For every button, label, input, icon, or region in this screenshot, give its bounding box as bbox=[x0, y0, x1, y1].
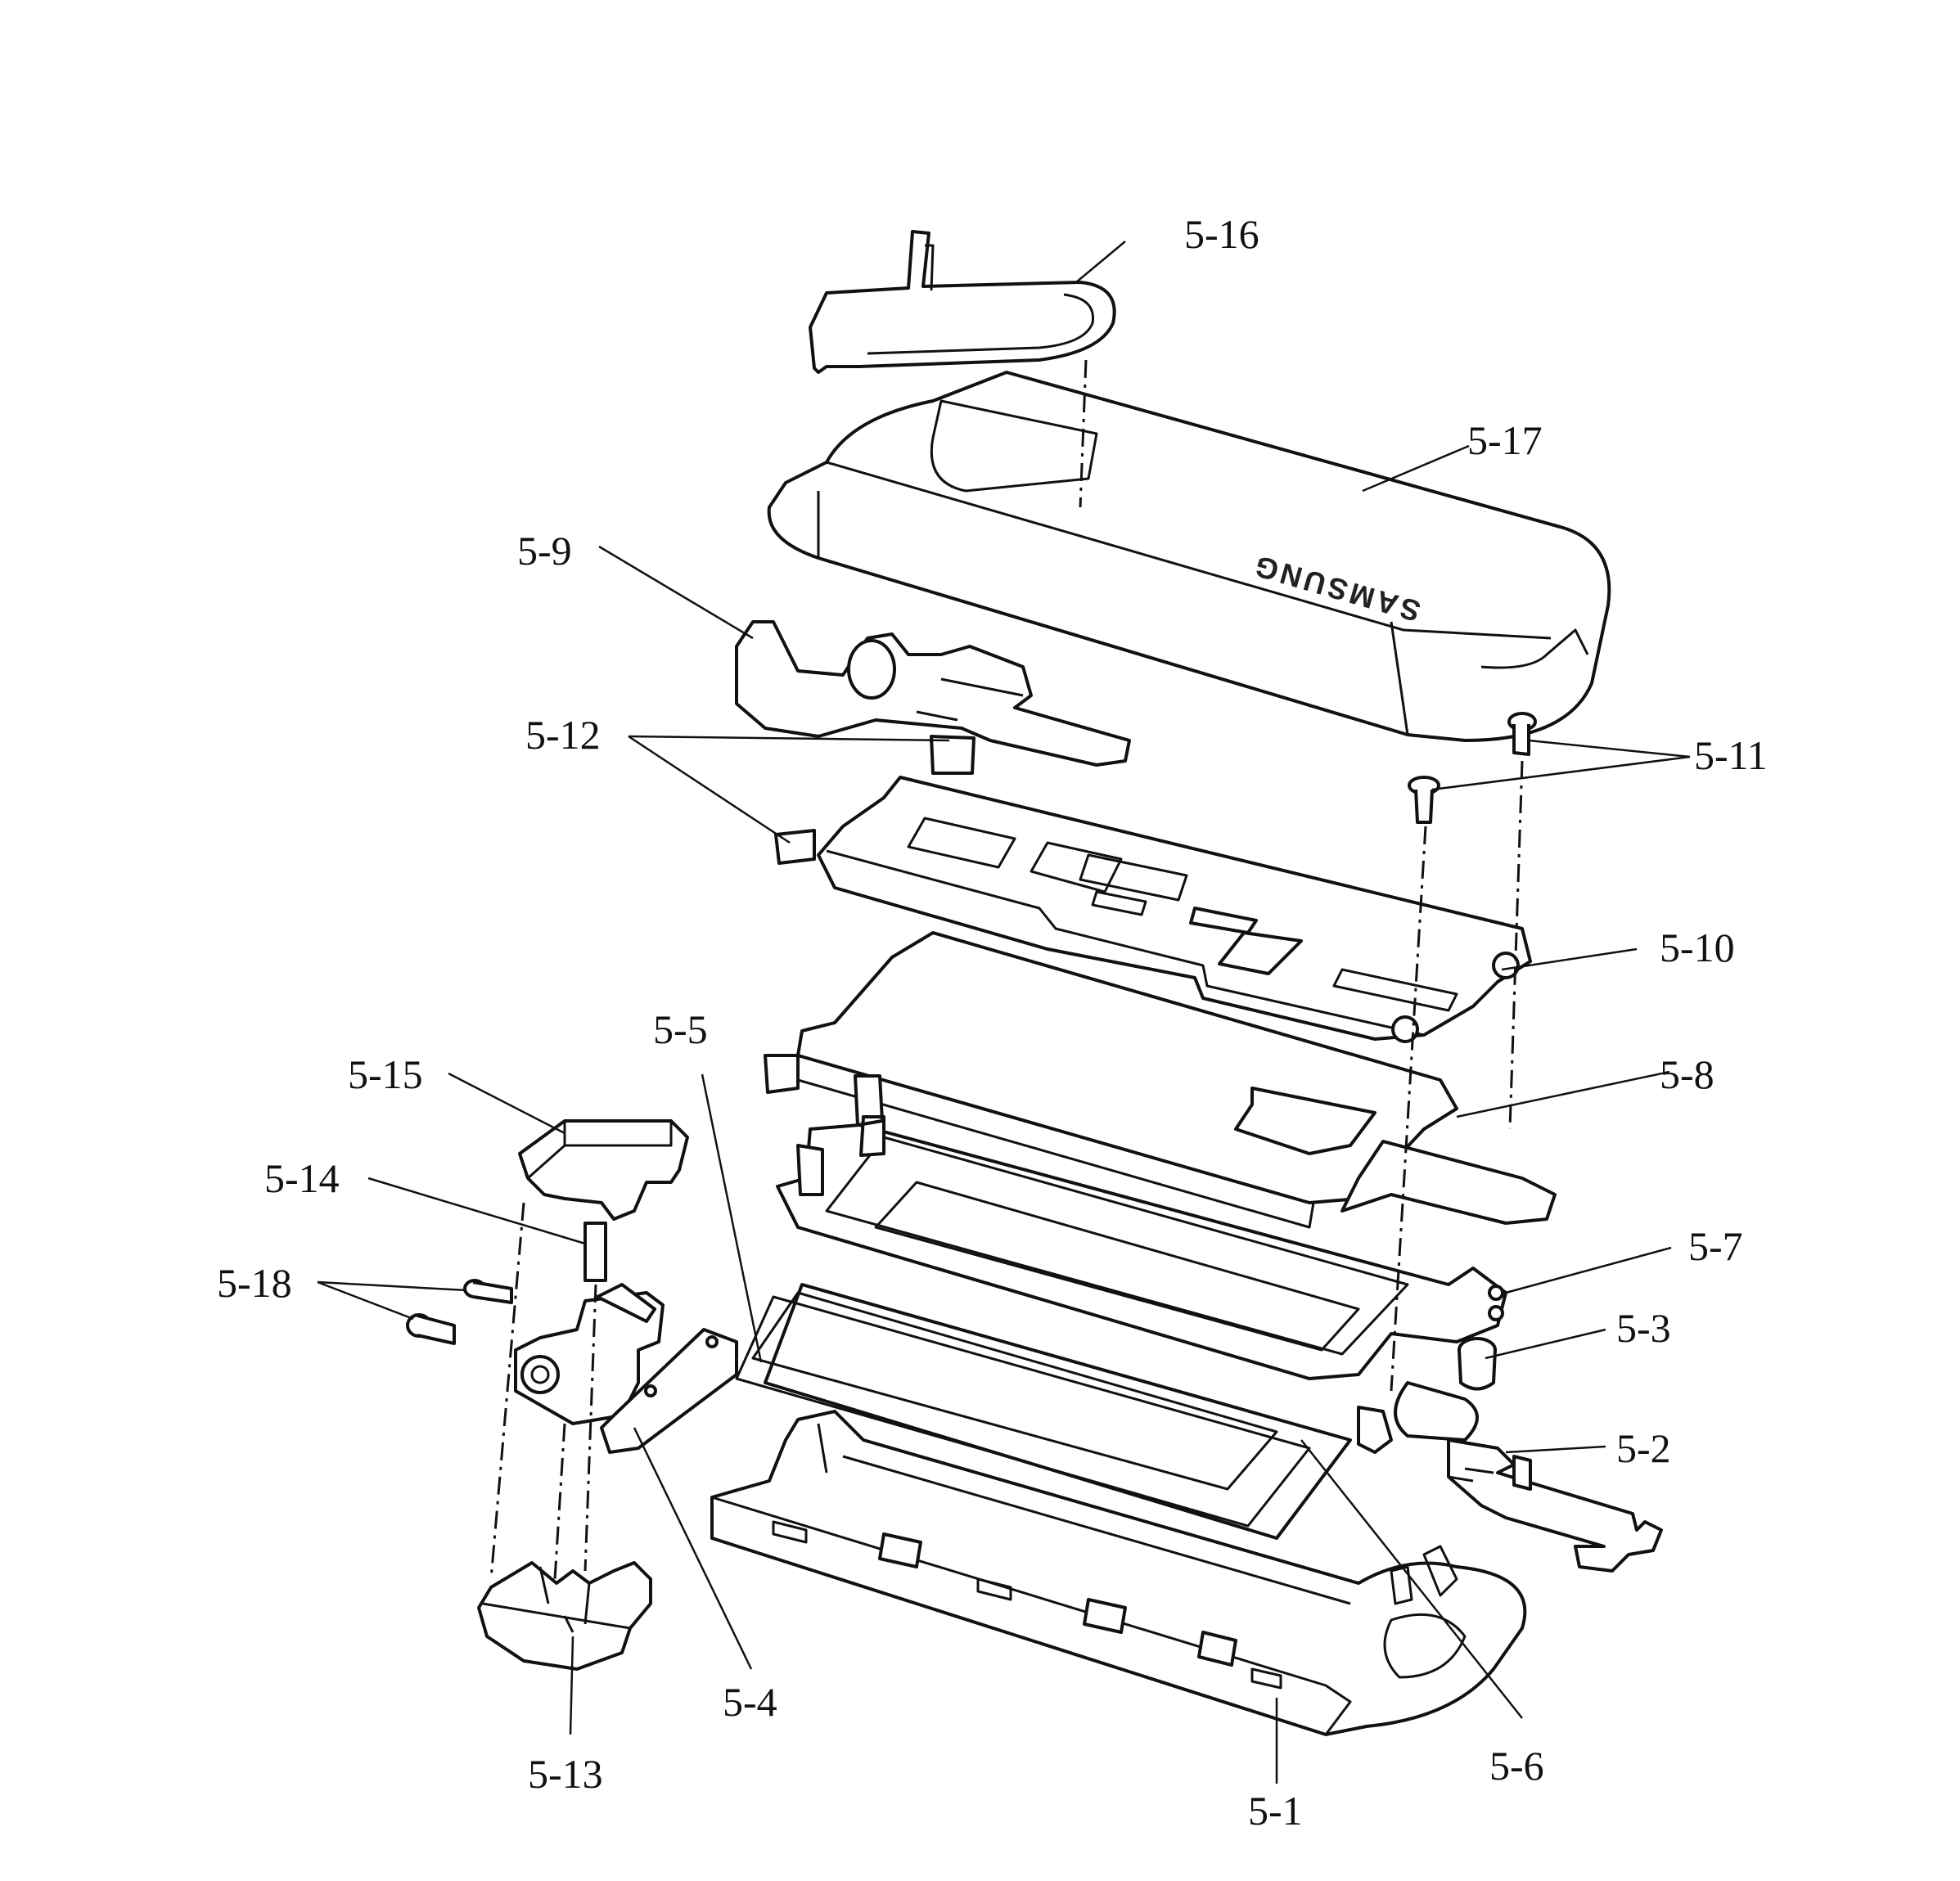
part-5-7-frame bbox=[776, 1074, 1507, 1380]
part-5-6-glass-sheet bbox=[735, 1283, 1352, 1540]
label-5-15: 5-15 bbox=[348, 1051, 423, 1097]
part-5-14-pin bbox=[583, 1222, 607, 1282]
label-5-18: 5-18 bbox=[217, 1260, 292, 1306]
label-5-2: 5-2 bbox=[1616, 1425, 1671, 1471]
label-5-8: 5-8 bbox=[1660, 1051, 1714, 1097]
part-5-3-hinge-post bbox=[1357, 1337, 1497, 1454]
part-5-2-side-flex bbox=[1447, 1438, 1663, 1573]
part-5-10-pcb bbox=[817, 776, 1532, 1043]
label-5-17: 5-17 bbox=[1467, 417, 1543, 463]
label-5-11: 5-11 bbox=[1694, 732, 1768, 778]
part-5-15-side-cap-top bbox=[518, 1119, 689, 1221]
label-5-14: 5-14 bbox=[264, 1155, 340, 1201]
label-5-5: 5-5 bbox=[653, 1006, 708, 1052]
part-5-18-screws bbox=[406, 1279, 513, 1345]
label-5-16: 5-16 bbox=[1184, 211, 1259, 257]
part-5-4-hinge-assembly bbox=[514, 1283, 738, 1454]
part-5-1-bottom-housing bbox=[710, 1410, 1527, 1736]
label-5-4: 5-4 bbox=[723, 1679, 777, 1725]
label-5-3: 5-3 bbox=[1616, 1305, 1671, 1351]
part-5-8-lcd-module bbox=[764, 931, 1557, 1229]
part-5-16-top-bracket bbox=[809, 230, 1116, 374]
part-5-9-flex-connector bbox=[735, 620, 1131, 767]
part-5-12-spacers bbox=[774, 735, 975, 865]
part-5-5-gasket bbox=[751, 1291, 1278, 1491]
label-5-1: 5-1 bbox=[1248, 1788, 1303, 1834]
label-5-7: 5-7 bbox=[1688, 1223, 1743, 1269]
alignment-axes bbox=[489, 359, 1524, 1580]
label-5-10: 5-10 bbox=[1660, 925, 1735, 970]
label-5-9: 5-9 bbox=[517, 528, 572, 574]
leader-lines bbox=[317, 241, 1691, 1784]
label-5-12: 5-12 bbox=[525, 712, 601, 758]
part-5-13-side-cap-bottom bbox=[477, 1561, 652, 1671]
label-5-6: 5-6 bbox=[1489, 1743, 1544, 1789]
label-5-13: 5-13 bbox=[528, 1751, 603, 1797]
part-5-11-screws bbox=[1408, 712, 1537, 824]
part-5-17-top-cover: SAMSUNG bbox=[767, 371, 1611, 742]
part-labels: 5-16 5-17 5-9 5-12 5-11 5-10 5-5 5-15 5-… bbox=[217, 211, 1768, 1834]
